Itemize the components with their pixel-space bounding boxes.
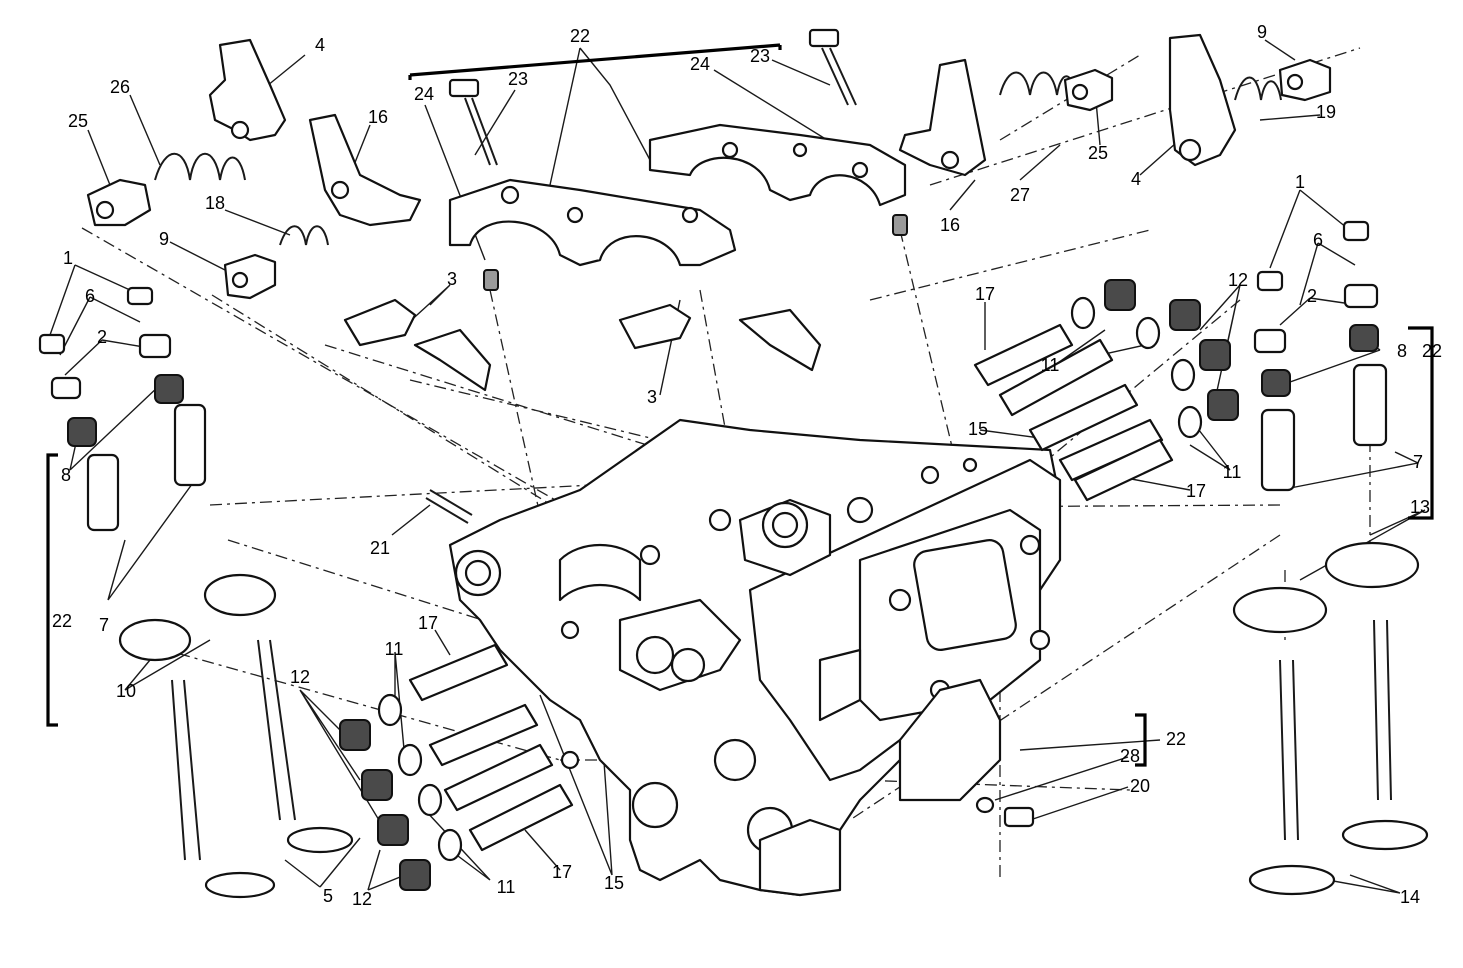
callout-22-right: 22 [1422, 341, 1442, 361]
callout-16-right: 16 [940, 215, 960, 235]
callout-14: 14 [1400, 887, 1420, 907]
callout-8-left: 8 [61, 465, 71, 485]
callout-7-right: 7 [1413, 452, 1423, 472]
springs-shims [86, 58, 1332, 300]
callout-25-right: 25 [1088, 143, 1108, 163]
callout-22-lower: 22 [1166, 729, 1186, 749]
callout-23-right: 23 [750, 46, 770, 66]
callout-4-left: 4 [315, 35, 325, 55]
callout-2-left: 2 [97, 327, 107, 347]
callout-3-lower: 3 [647, 387, 657, 407]
callout-2-right: 2 [1307, 286, 1317, 306]
group-brackets [46, 43, 1434, 767]
callout-11-lower-a: 11 [385, 639, 404, 659]
callout-13: 13 [1410, 497, 1430, 517]
callout-9-left: 9 [159, 229, 169, 249]
callout-7-left: 7 [99, 615, 109, 635]
rocker-arms [208, 33, 1237, 227]
callout-19: 19 [1316, 102, 1336, 122]
callout-1-left: 1 [63, 248, 73, 268]
callout-11-upper-a: 11 [1041, 355, 1060, 375]
callout-17-lower-a: 17 [418, 613, 438, 633]
callout-21: 21 [370, 538, 390, 558]
bolts [425, 28, 908, 524]
callout-11-upper-b: 11 [1223, 462, 1242, 482]
callout-22-top: 22 [570, 26, 590, 46]
callout-28: 28 [1120, 746, 1140, 766]
callout-27: 27 [1010, 185, 1030, 205]
callout-leaders [49, 39, 1426, 894]
cylinder-head-body [448, 418, 1062, 897]
callout-20: 20 [1130, 776, 1150, 796]
callout-17-upper: 17 [975, 284, 995, 304]
followers [343, 298, 822, 392]
callout-6-right: 6 [1313, 230, 1323, 250]
callout-5: 5 [323, 886, 333, 906]
callout-12-lower-b: 12 [352, 889, 372, 909]
camshaft-caps [448, 123, 907, 267]
callout-22-left: 22 [52, 611, 72, 631]
callout-24-left: 24 [414, 84, 434, 104]
callout-18: 18 [205, 193, 225, 213]
callout-24-right: 24 [690, 54, 710, 74]
callout-17-lower-b: 17 [552, 862, 572, 882]
callout-15-upper: 15 [968, 419, 988, 439]
callout-8-right: 8 [1397, 341, 1407, 361]
callout-1-right: 1 [1295, 172, 1305, 192]
guides-plugs [339, 279, 1239, 891]
callout-12-lower-a: 12 [290, 667, 310, 687]
right-valve-parts [1232, 220, 1429, 896]
callout-11-lower-b: 11 [497, 877, 516, 897]
callout-16-left: 16 [368, 107, 388, 127]
left-valve-parts [38, 286, 354, 899]
callout-12-upper: 12 [1228, 270, 1248, 290]
callout-9-right: 9 [1257, 22, 1267, 42]
callout-17-upper-b: 17 [1186, 481, 1206, 501]
callout-25-left: 25 [68, 111, 88, 131]
callout-10: 10 [116, 681, 136, 701]
callout-3-upper: 3 [447, 269, 457, 289]
callout-15-lower: 15 [604, 873, 624, 893]
callout-4-right: 4 [1131, 169, 1141, 189]
callout-6-left: 6 [85, 286, 95, 306]
callout-labels: 22 4 26 25 16 18 9 1 6 2 8 24 23 24 23 3… [52, 22, 1442, 909]
callout-23-left: 23 [508, 69, 528, 89]
callout-26: 26 [110, 77, 130, 97]
